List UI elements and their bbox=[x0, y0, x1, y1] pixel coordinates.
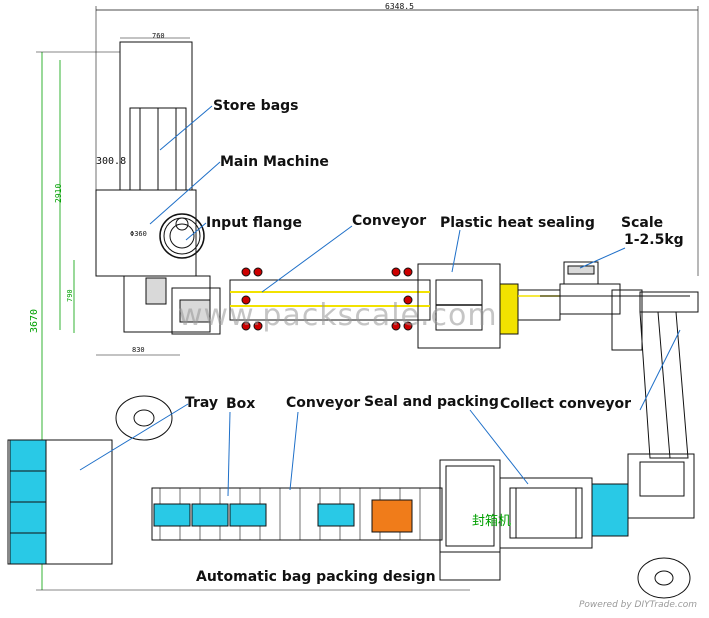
input-flange-outer bbox=[163, 217, 201, 255]
watermark: www.packscale.com bbox=[178, 298, 498, 333]
carton-sealer-inner bbox=[445, 465, 495, 547]
scale-platform bbox=[559, 283, 621, 315]
lower-discharge-unit bbox=[171, 287, 221, 335]
tray-slot-1 bbox=[9, 439, 47, 472]
machine-control-box bbox=[145, 277, 167, 305]
conveyor-box-4 bbox=[317, 503, 355, 527]
leader-conveyor-top bbox=[261, 225, 353, 293]
scale-display-screen bbox=[567, 265, 595, 275]
collect-conveyor-center bbox=[657, 311, 671, 459]
input-flange-inner bbox=[169, 223, 195, 249]
label-plastic-heat-sealing: Plastic heat sealing bbox=[440, 215, 595, 231]
carton-sealer-text: 封箱机 bbox=[472, 514, 512, 529]
design-title: Automatic bag packing design bbox=[196, 569, 436, 585]
carton-sealer-body bbox=[439, 459, 501, 553]
conveyor-bolt-3 bbox=[241, 321, 251, 331]
height-790-dimension: 790 bbox=[66, 289, 74, 302]
conveyor-bolt-8 bbox=[403, 321, 413, 331]
flange-top-knob bbox=[175, 217, 189, 231]
top-conveyor-frame bbox=[229, 279, 431, 321]
scale-end-conveyor bbox=[639, 291, 699, 313]
collect-conveyor-incline bbox=[639, 311, 689, 459]
label-conveyor-top: Conveyor bbox=[352, 213, 427, 229]
collect-output-box bbox=[591, 483, 629, 537]
conveyor-bolt-6 bbox=[403, 267, 413, 277]
collect-conveyor-base-inner bbox=[639, 461, 685, 497]
label-conveyor-bottom: Conveyor bbox=[286, 395, 361, 411]
operator-head bbox=[133, 409, 155, 427]
leader-box bbox=[227, 411, 231, 497]
label-scale: Scale bbox=[621, 215, 664, 231]
base-830-dimension: 830 bbox=[132, 346, 145, 354]
leader-seal-and-packing bbox=[469, 409, 529, 485]
conveyor-bolt-5 bbox=[253, 321, 263, 331]
conveyor-bolt-10 bbox=[391, 321, 401, 331]
conveyor-bolt-2 bbox=[241, 295, 251, 305]
leader-store-bags bbox=[159, 105, 213, 151]
footer-note: Powered by DIYTrade.com bbox=[579, 600, 697, 610]
leader-collect-conveyor bbox=[639, 329, 681, 411]
leader-plastic-heat-sealing bbox=[451, 229, 461, 273]
label-tray: Tray bbox=[185, 395, 219, 411]
label-box: Box bbox=[226, 396, 256, 412]
label-main-machine: Main Machine bbox=[220, 154, 329, 170]
sealing-transfer-block bbox=[499, 283, 519, 335]
conveyor-box-3 bbox=[229, 503, 267, 527]
bottom-conveyor-frame bbox=[151, 487, 443, 541]
conveyor-bolt-4 bbox=[253, 267, 263, 277]
conveyor-bolt-7 bbox=[403, 295, 413, 305]
operator-bottom-view bbox=[637, 557, 691, 599]
label-collect-conveyor: Collect conveyor bbox=[500, 396, 632, 412]
leader-input-flange bbox=[185, 222, 207, 241]
flange-diameter-dimension: Φ360 bbox=[130, 230, 147, 238]
tray-frame bbox=[7, 439, 113, 565]
height-2910-dimension: 2910 bbox=[54, 183, 63, 203]
top-width-dimension: 760 bbox=[152, 32, 165, 40]
leader-main-machine bbox=[149, 161, 221, 225]
discharge-chute bbox=[179, 299, 211, 323]
leader-conveyor-bottom bbox=[289, 411, 299, 491]
input-flange-cylinder bbox=[159, 213, 205, 259]
store-bags-housing bbox=[119, 41, 193, 191]
operator-top-view bbox=[115, 395, 173, 441]
tray-slot-2 bbox=[9, 470, 47, 503]
conveyor-box-open bbox=[371, 499, 413, 533]
operator-bottom-head bbox=[654, 570, 674, 586]
label-input-flange: Input flange bbox=[206, 215, 303, 231]
conveyor-bolt-9 bbox=[391, 267, 401, 277]
label-seal-and-packing: Seal and packing bbox=[364, 394, 499, 410]
side-offset-dimension: 300.8 bbox=[96, 156, 127, 167]
label-scale-range: 1-2.5kg bbox=[624, 232, 684, 248]
conveyor-box-2 bbox=[191, 503, 229, 527]
scale-stand bbox=[611, 289, 643, 351]
leader-tray bbox=[79, 403, 189, 471]
packing-robot-inner bbox=[509, 487, 583, 539]
carton-sealer-base bbox=[439, 551, 501, 581]
height-3670-dimension: 3670 bbox=[29, 308, 40, 333]
tray-slot-4 bbox=[9, 532, 47, 565]
conveyor-box-1 bbox=[153, 503, 191, 527]
tray-slot-3 bbox=[9, 501, 47, 534]
label-store-bags: Store bags bbox=[213, 98, 299, 114]
leader-scale bbox=[579, 247, 626, 269]
sealing-output-frame bbox=[517, 289, 561, 321]
conveyor-bolt-1 bbox=[241, 267, 251, 277]
overall-width-dimension: 6348.5 bbox=[385, 2, 414, 11]
